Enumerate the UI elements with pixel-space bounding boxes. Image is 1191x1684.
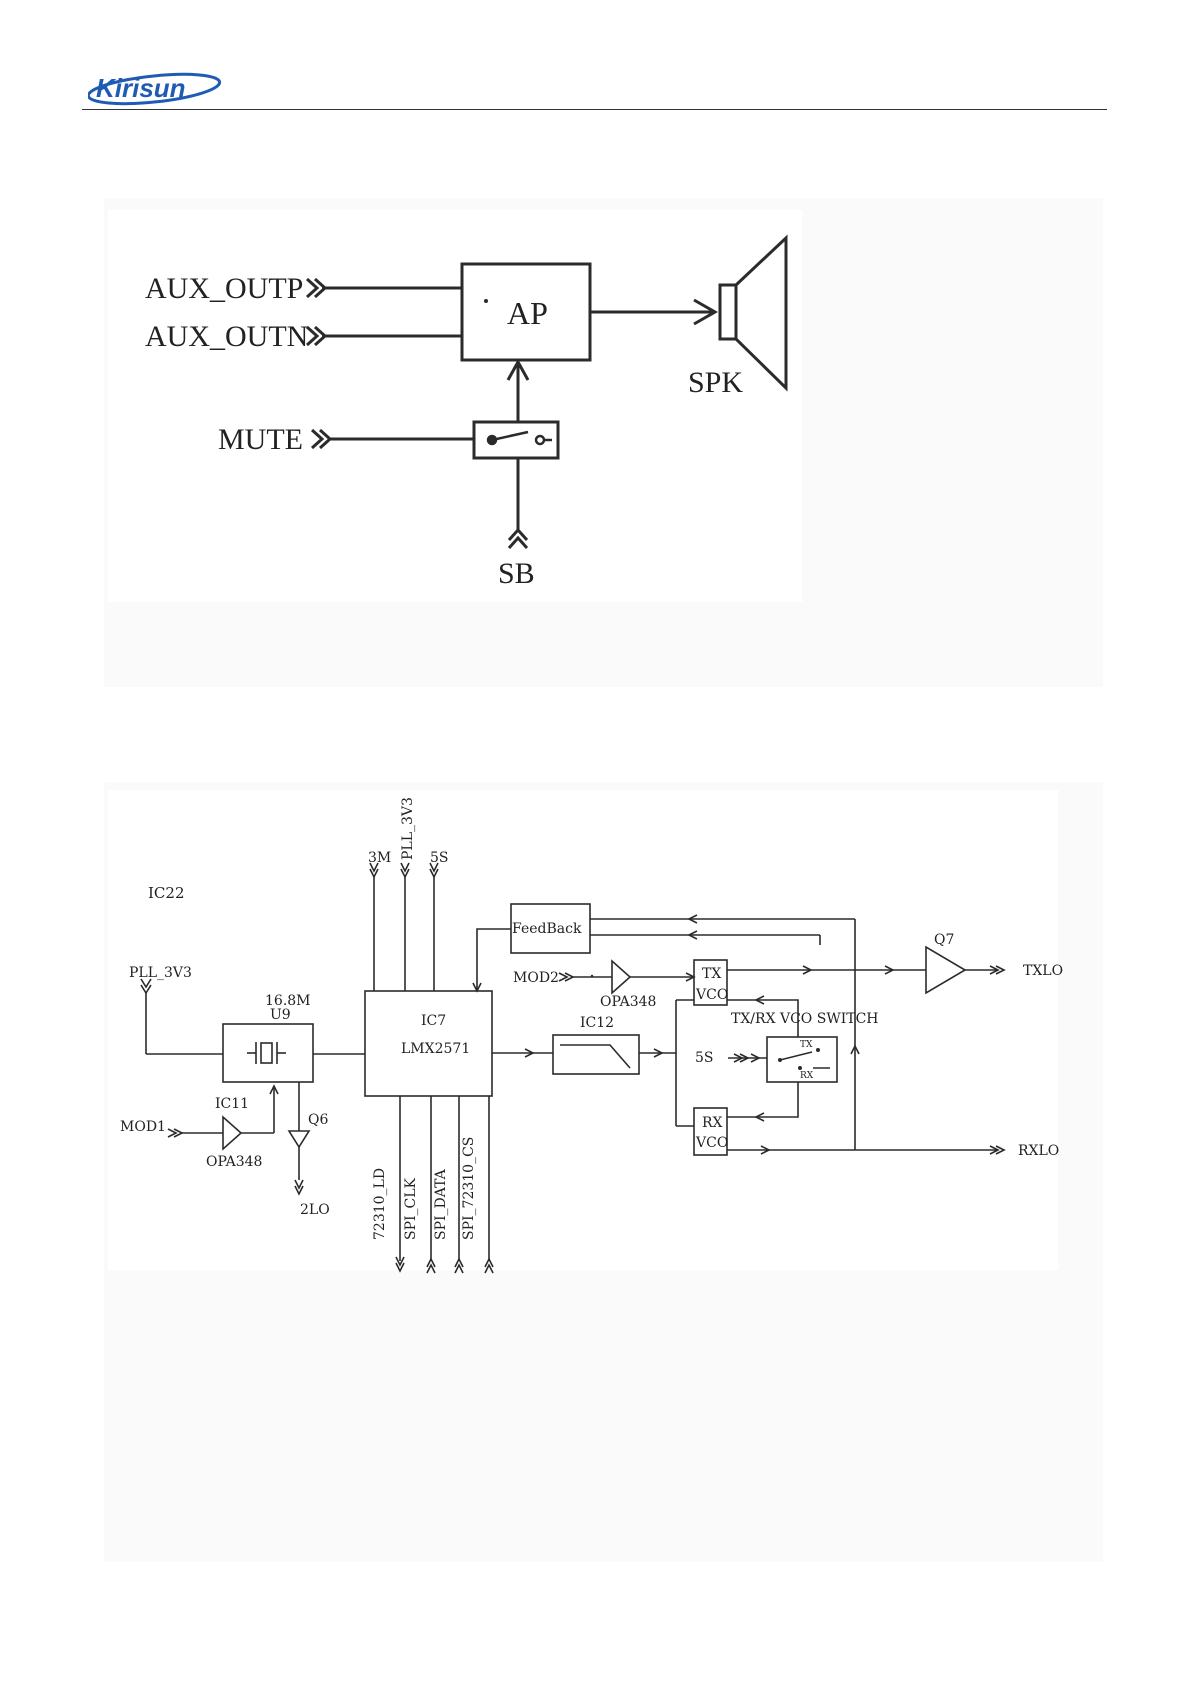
ic7-label: IC7 — [421, 1013, 446, 1029]
ld-label: 72310_LD — [372, 1168, 388, 1240]
spi-clk-label: SPI_CLK — [403, 1177, 419, 1240]
rx-vco-label-2: VCO — [695, 1135, 728, 1151]
ic12-label: IC12 — [580, 1015, 614, 1031]
switch-5s-label: 5S — [695, 1050, 714, 1066]
q6-label: Q6 — [308, 1112, 328, 1128]
tx-vco-label-2: VCO — [695, 987, 728, 1003]
lmx2571-label: LMX2571 — [401, 1041, 470, 1057]
ic12-filter-box — [553, 1035, 639, 1074]
txlo-label: TXLO — [1023, 963, 1063, 979]
q6-triangle — [289, 1131, 309, 1147]
top-5s-label: 5S — [430, 850, 449, 866]
opa348-left-triangle — [223, 1117, 241, 1149]
switch-title-label: TX/RX VCO SWITCH — [731, 1011, 879, 1027]
switch-rx-label: RX — [800, 1071, 814, 1081]
spi-cs-label: SPI_72310_CS — [461, 1137, 477, 1240]
opa348-left-label: OPA348 — [206, 1154, 262, 1170]
feedback-label: FeedBack — [512, 921, 582, 937]
opa348-right-label: OPA348 — [600, 994, 656, 1010]
top-pll-3v3-label: PLL_3V3 — [400, 797, 416, 860]
osc-ref-label: U9 — [270, 1007, 291, 1023]
q7-triangle — [926, 947, 965, 993]
mod1-label: MOD1 — [120, 1119, 166, 1135]
2lo-label: 2LO — [300, 1202, 330, 1218]
ic22-label: IC22 — [148, 884, 185, 902]
pll-3v3-left-label: PLL_3V3 — [129, 965, 192, 981]
3m-label: 3M — [368, 850, 391, 866]
switch-tx-label: TX — [800, 1040, 813, 1050]
oscillator-u9-box — [223, 1024, 313, 1082]
q7-label: Q7 — [934, 932, 954, 948]
spi-data-label: SPI_DATA — [433, 1168, 449, 1240]
tx-vco-label-1: TX — [702, 966, 721, 982]
rx-vco-label-1: RX — [702, 1115, 723, 1131]
mod2-label: MOD2 — [513, 970, 559, 986]
ic11-label: IC11 — [215, 1096, 249, 1112]
rxlo-label: RXLO — [1018, 1143, 1059, 1159]
opa348-right-triangle — [612, 961, 630, 993]
